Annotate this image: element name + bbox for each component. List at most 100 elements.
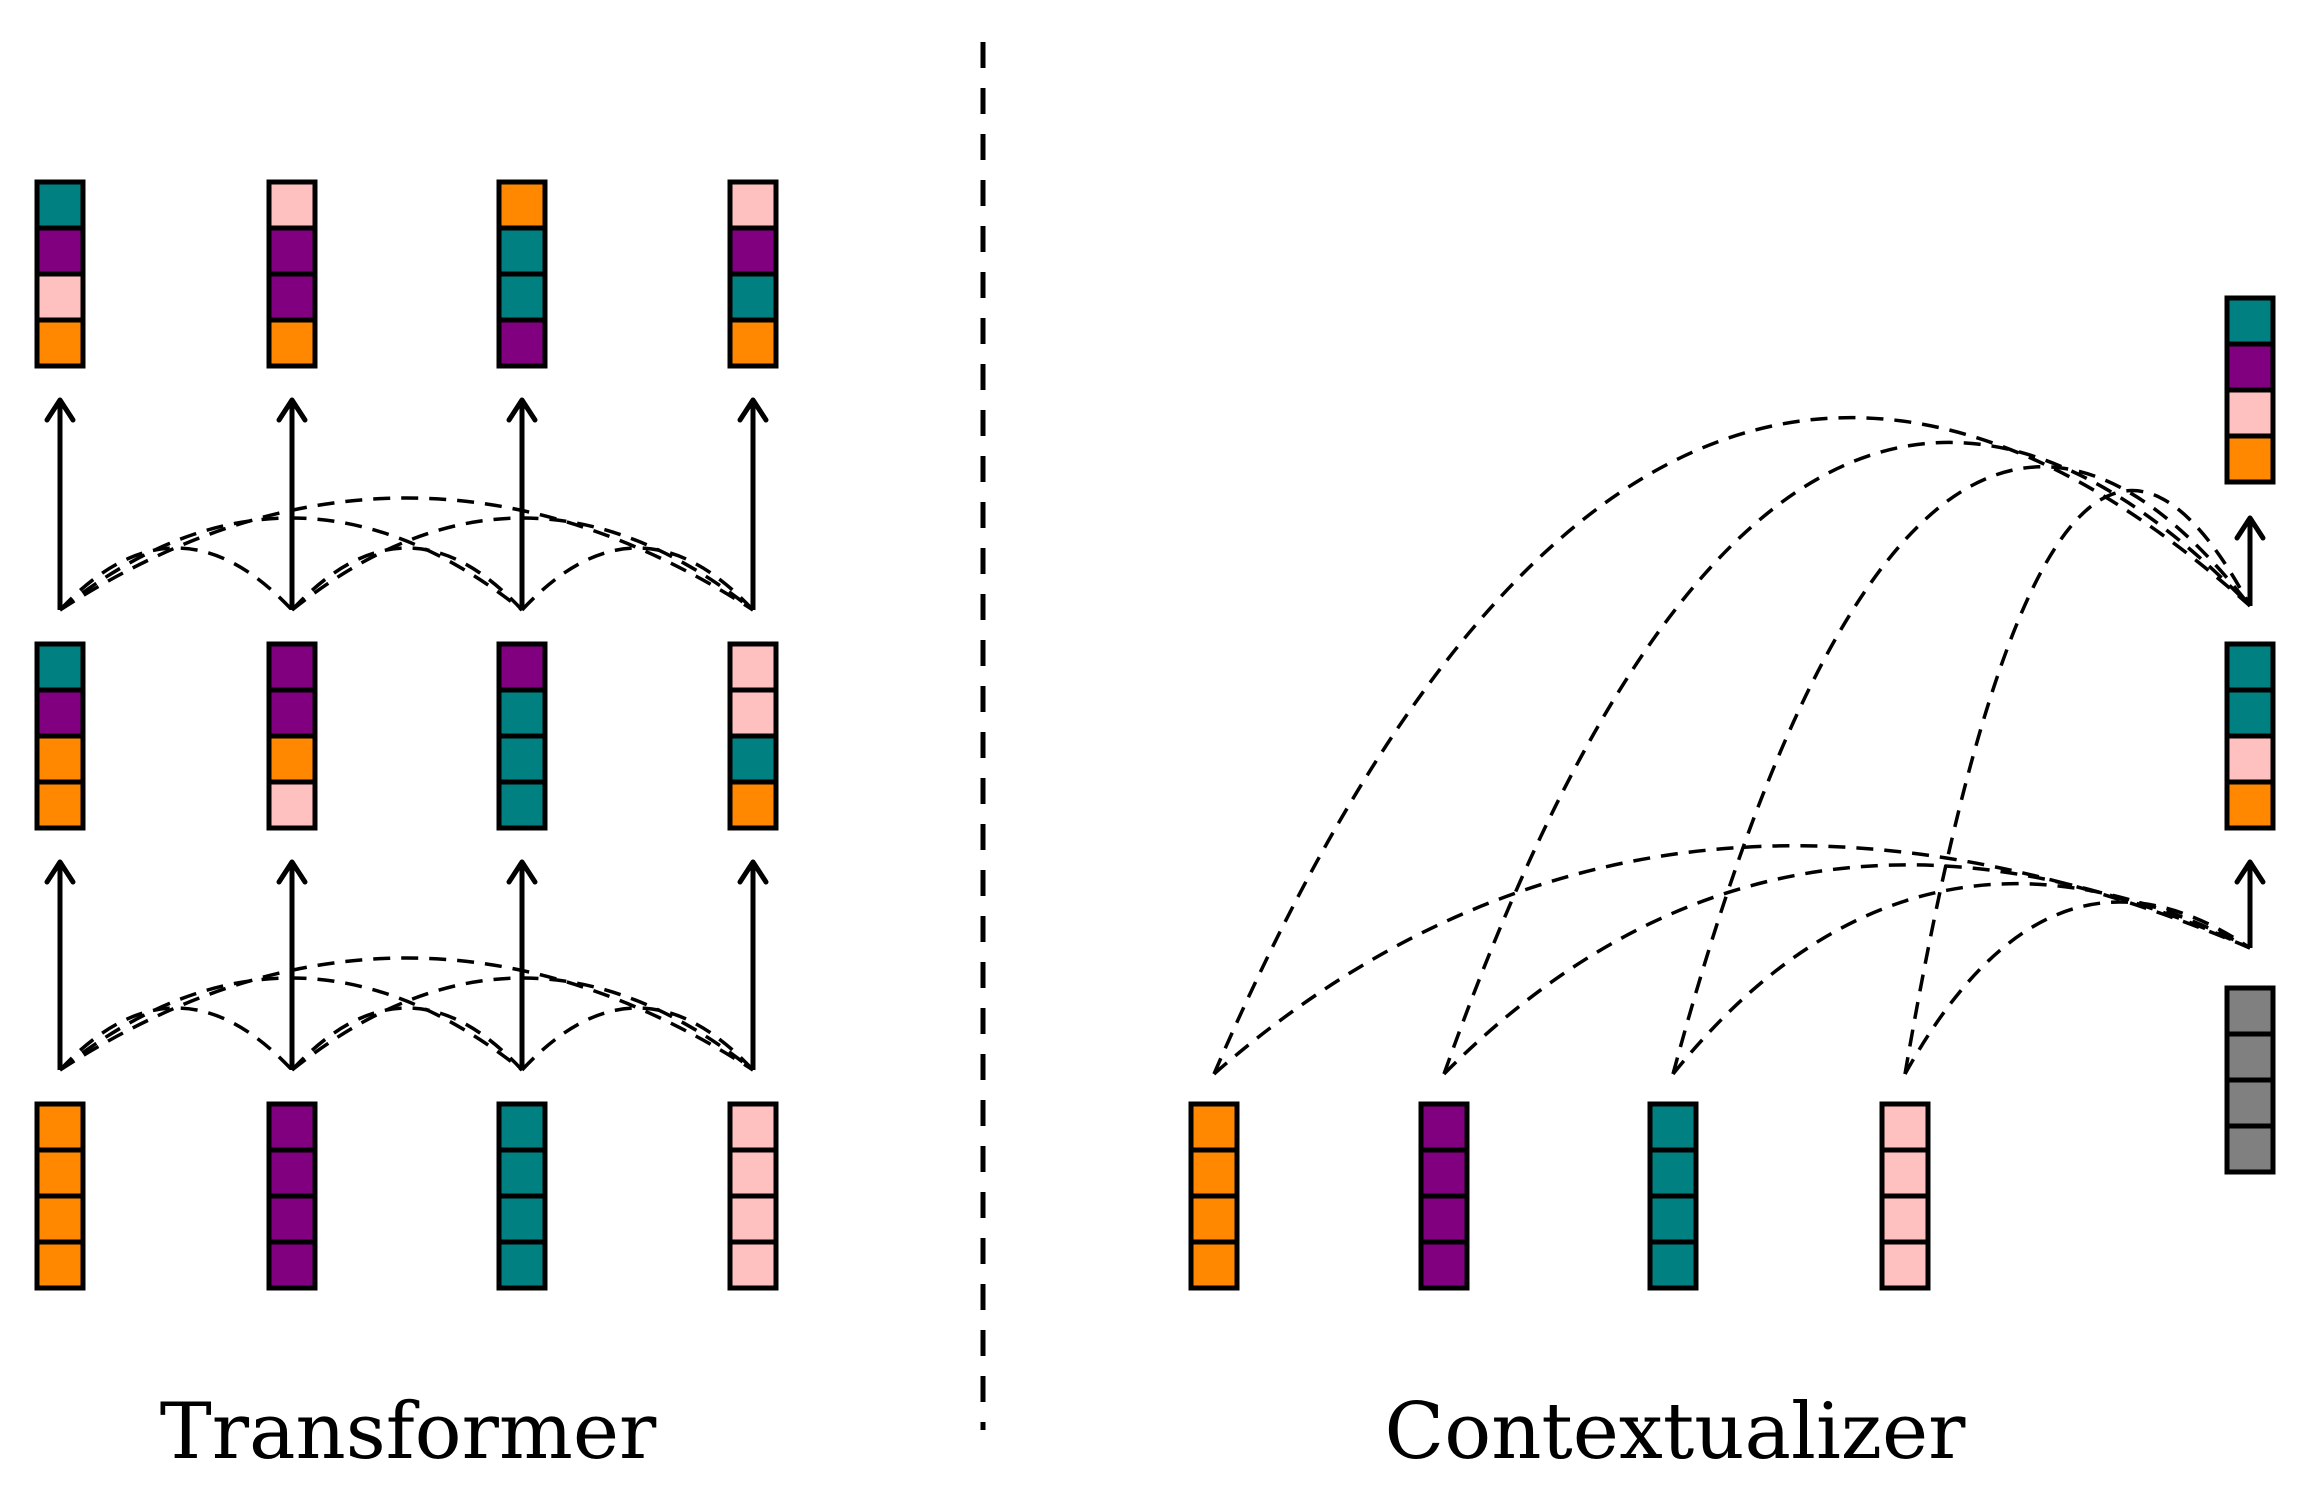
transformer-layer1-vector-2 bbox=[266, 1101, 318, 1291]
transformer-attention-arc-1 bbox=[290, 1006, 524, 1072]
vector-cell bbox=[1879, 1101, 1931, 1153]
vector-cell bbox=[1879, 1193, 1931, 1245]
vector-cell bbox=[496, 687, 548, 739]
contextualizer-attention-arc-1 bbox=[1442, 863, 2251, 1076]
transformer-arrow-2-2 bbox=[276, 397, 308, 610]
vector-cell bbox=[2224, 733, 2276, 785]
transformer-layer3-vector-3 bbox=[496, 179, 548, 369]
transformer-attention-arc-1 bbox=[58, 1006, 294, 1072]
transformer-attention-arc-2 bbox=[290, 546, 524, 612]
vector-cell bbox=[1418, 1193, 1470, 1245]
vector-cell bbox=[727, 687, 779, 739]
vector-cell bbox=[2224, 687, 2276, 739]
vector-cell bbox=[266, 317, 318, 369]
vector-cell bbox=[496, 225, 548, 277]
contextualizer-diagram bbox=[1188, 295, 2276, 1291]
vector-cell bbox=[2224, 341, 2276, 393]
vector-cell bbox=[2224, 779, 2276, 831]
contextualizer-attention-arc-1 bbox=[1903, 900, 2251, 1075]
vector-cell bbox=[34, 1193, 86, 1245]
vector-cell bbox=[727, 271, 779, 323]
vector-cell bbox=[2224, 1031, 2276, 1083]
vector-cell bbox=[266, 641, 318, 693]
transformer-layer3-vector-4 bbox=[727, 179, 779, 369]
vector-cell bbox=[1188, 1239, 1240, 1291]
transformer-layer3-vector-1 bbox=[34, 179, 86, 369]
contextualizer-attention-arc-2 bbox=[1442, 440, 2252, 1075]
transformer-layer2-vector-4 bbox=[727, 641, 779, 831]
vector-cell bbox=[496, 779, 548, 831]
transformer-layer1-vector-1 bbox=[34, 1101, 86, 1291]
vector-cell bbox=[266, 1239, 318, 1291]
vector-cell bbox=[266, 271, 318, 323]
contextualizer-stack-vector-3 bbox=[2224, 295, 2276, 485]
vector-cell bbox=[496, 179, 548, 231]
vector-cell bbox=[727, 1101, 779, 1153]
vector-cell bbox=[2224, 387, 2276, 439]
vector-cell bbox=[34, 271, 86, 323]
contextualizer-caption: Contextualizer bbox=[1385, 1387, 1967, 1477]
contextualizer-attention-arc-2 bbox=[1903, 488, 2252, 1075]
vector-cell bbox=[496, 733, 548, 785]
vector-cell bbox=[2224, 1123, 2276, 1175]
vector-cell bbox=[496, 1101, 548, 1153]
contextualizer-stack-vector-2 bbox=[2224, 641, 2276, 831]
contextualizer-arrow-2 bbox=[2234, 515, 2266, 606]
transformer-attention-arc-2 bbox=[59, 496, 754, 612]
vector-cell bbox=[1418, 1101, 1470, 1153]
vector-cell bbox=[34, 641, 86, 693]
transformer-arrow-1-4 bbox=[737, 859, 769, 1070]
contextualizer-input-vector-2 bbox=[1418, 1101, 1470, 1291]
vector-cell bbox=[1647, 1101, 1699, 1153]
vector-cell bbox=[1879, 1239, 1931, 1291]
contextualizer-attention-arc-1 bbox=[1212, 844, 2251, 1076]
vector-cell bbox=[2224, 295, 2276, 347]
vector-cell bbox=[727, 1239, 779, 1291]
transformer-arrow-2-1 bbox=[44, 397, 76, 610]
contextualizer-attention-arc-2 bbox=[1671, 465, 2252, 1075]
transformer-attention-arc-2 bbox=[520, 546, 755, 612]
vector-cell bbox=[266, 225, 318, 277]
vector-cell bbox=[34, 317, 86, 369]
vector-cell bbox=[34, 733, 86, 785]
transformer-layer1-vector-3 bbox=[496, 1101, 548, 1291]
vector-cell bbox=[34, 1239, 86, 1291]
vector-cell bbox=[1647, 1193, 1699, 1245]
contextualizer-input-vector-4 bbox=[1879, 1101, 1931, 1291]
transformer-attention-arc-1 bbox=[520, 1006, 755, 1072]
contextualizer-input-vector-3 bbox=[1647, 1101, 1699, 1291]
vector-cell bbox=[266, 179, 318, 231]
transformer-attention-arc-2 bbox=[58, 546, 294, 612]
transformer-attention-arc-2 bbox=[58, 516, 524, 612]
vector-cell bbox=[2224, 433, 2276, 485]
vector-cell bbox=[727, 1147, 779, 1199]
transformer-diagram bbox=[34, 179, 779, 1291]
vector-cell bbox=[34, 687, 86, 739]
transformer-caption: Transformer bbox=[160, 1387, 657, 1477]
vector-cell bbox=[1647, 1147, 1699, 1199]
contextualizer-arrow-1 bbox=[2234, 859, 2266, 948]
vector-cell bbox=[1418, 1147, 1470, 1199]
transformer-layer3-vector-2 bbox=[266, 179, 318, 369]
vector-cell bbox=[727, 641, 779, 693]
vector-cell bbox=[496, 317, 548, 369]
vector-cell bbox=[1188, 1147, 1240, 1199]
transformer-layer2-vector-2 bbox=[266, 641, 318, 831]
vector-cell bbox=[496, 1239, 548, 1291]
vector-cell bbox=[496, 641, 548, 693]
vector-cell bbox=[34, 179, 86, 231]
vector-cell bbox=[496, 1147, 548, 1199]
vector-cell bbox=[727, 225, 779, 277]
vector-cell bbox=[34, 225, 86, 277]
transformer-layer1-vector-4 bbox=[727, 1101, 779, 1291]
vector-cell bbox=[727, 179, 779, 231]
vector-cell bbox=[2224, 641, 2276, 693]
vector-cell bbox=[727, 1193, 779, 1245]
vector-cell bbox=[266, 779, 318, 831]
vector-cell bbox=[34, 779, 86, 831]
transformer-attention-arc-1 bbox=[58, 976, 524, 1072]
contextualizer-attention-arc-2 bbox=[1212, 415, 2252, 1075]
transformer-arrow-1-1 bbox=[44, 859, 76, 1070]
vector-cell bbox=[1188, 1101, 1240, 1153]
